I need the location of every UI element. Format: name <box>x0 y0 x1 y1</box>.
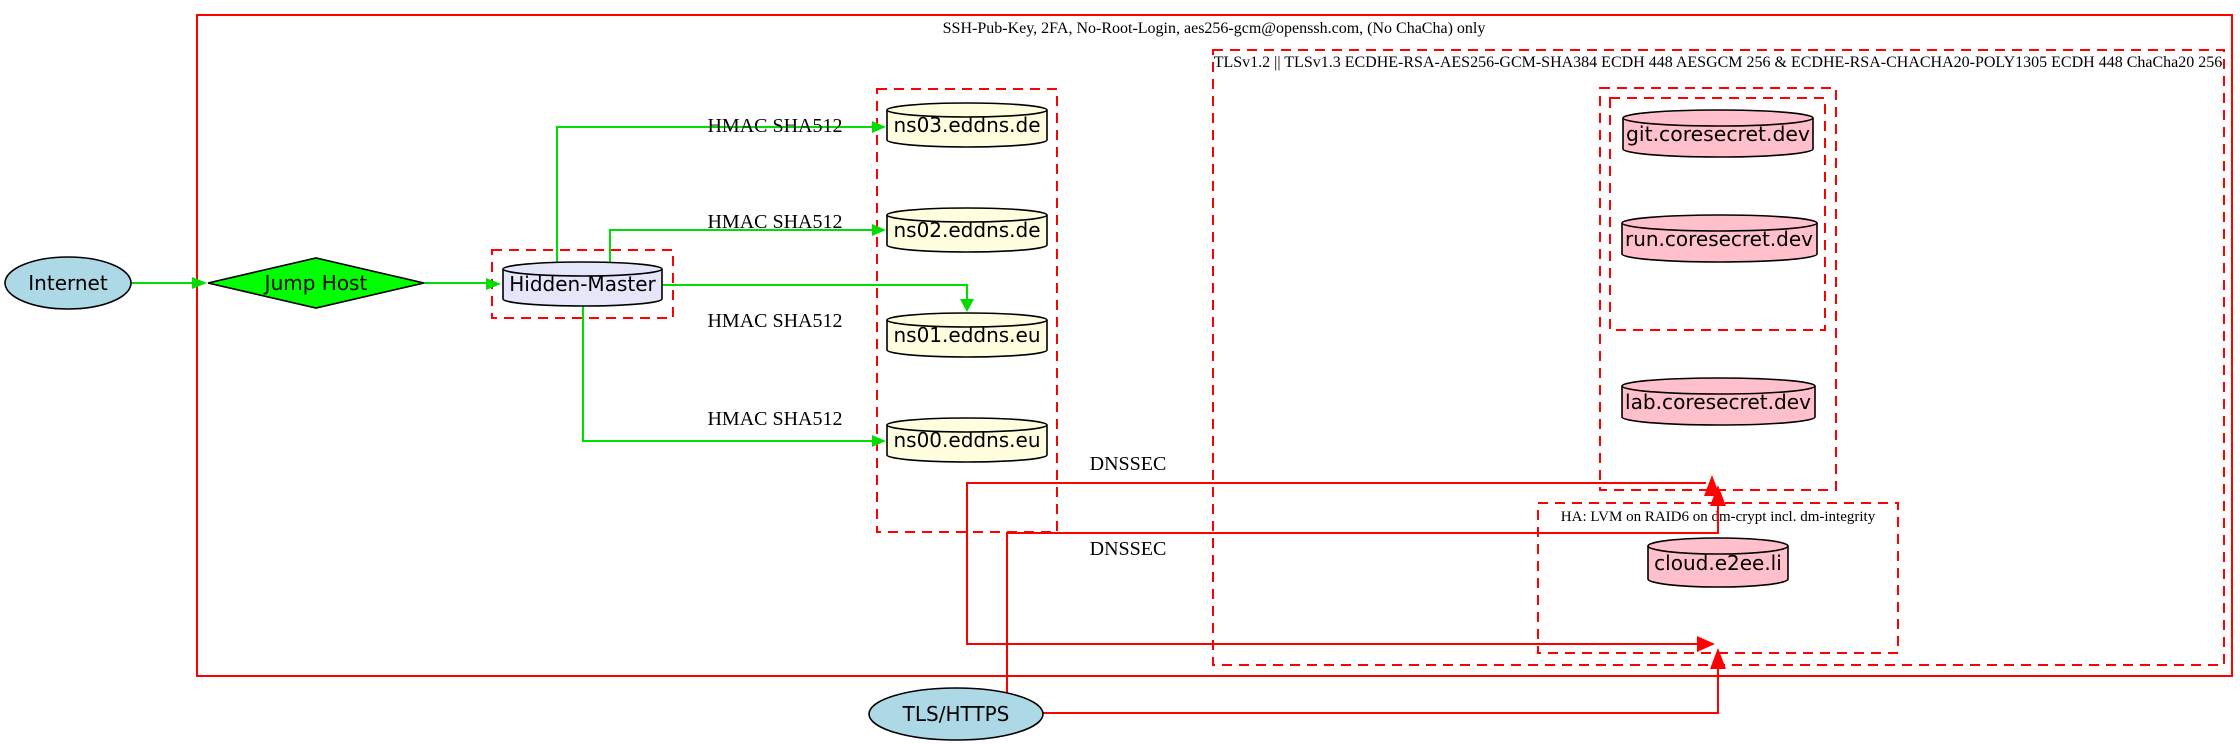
node-ns01: ns01.eddns.eu <box>886 312 1048 358</box>
cylinder-rim <box>886 319 1048 328</box>
edge-line <box>966 532 1698 645</box>
tls-https-label: TLS/HTTPS <box>902 702 1010 726</box>
edge-line <box>582 306 873 442</box>
edge-hiddenmaster-ns02 <box>609 224 886 262</box>
arrowhead-right-icon <box>192 277 207 289</box>
edge-label-hmac-ns03: HMAC SHA512 <box>707 115 842 137</box>
run-label: run.coresecret.dev <box>1625 227 1813 251</box>
git-cylinder <box>1622 109 1814 158</box>
green-edges <box>131 121 974 447</box>
edge-hiddenmaster-ns01 <box>662 284 974 312</box>
ns03-label: ns03.eddns.de <box>893 113 1040 137</box>
ns01-cylinder <box>886 312 1048 358</box>
jump-host-label: Jump Host <box>263 271 368 295</box>
arrowhead-right-icon <box>486 278 501 290</box>
edge-line <box>662 284 968 300</box>
edge-label-hmac-ns00: HMAC SHA512 <box>707 408 842 430</box>
cylinder-rim <box>1621 222 1818 232</box>
ssh-cluster-label: SSH-Pub-Key, 2FA, No-Root-Login, aes256-… <box>943 20 1486 37</box>
edge-labels: HMAC SHA512 HMAC SHA512 HMAC SHA512 HMAC… <box>707 115 1166 560</box>
edge-tlshttps-ha <box>1043 648 1726 714</box>
cylinder-rim <box>1647 545 1789 555</box>
node-cloud: cloud.e2ee.li <box>1647 537 1789 588</box>
node-ns02: ns02.eddns.de <box>886 207 1048 253</box>
cloud-label: cloud.e2ee.li <box>1654 551 1782 575</box>
arrowhead-down-icon <box>960 299 974 312</box>
arrowhead-up-icon <box>1710 648 1726 669</box>
edge-line <box>1006 498 1719 694</box>
arrowhead-right-icon <box>872 121 886 133</box>
arrowhead-right-icon <box>872 224 886 236</box>
node-internet: Internet <box>4 256 132 310</box>
node-git: git.coresecret.dev <box>1622 109 1814 158</box>
cylinder-rim <box>1621 385 1816 395</box>
run-cylinder <box>1621 214 1818 263</box>
internet-ellipse <box>4 256 132 310</box>
ssh-cluster-box <box>196 14 2233 677</box>
clusters: SSH-Pub-Key, 2FA, No-Root-Login, aes256-… <box>196 14 2233 677</box>
git-label: git.coresecret.dev <box>1626 122 1810 146</box>
edge-line <box>609 229 873 262</box>
hidden-master-cylinder <box>502 261 663 307</box>
edge-eddns-ha-dnssec <box>966 532 1715 652</box>
tls-cluster-label: TLSv1.2 || TLSv1.3 ECDHE-RSA-AES256-GCM-… <box>1214 54 2223 71</box>
cylinder-rim <box>1622 117 1814 127</box>
edge-label-dnssec-bottom: DNSSEC <box>1090 538 1167 560</box>
ns02-label: ns02.eddns.de <box>893 218 1040 242</box>
lab-label: lab.coresecret.dev <box>1625 390 1811 414</box>
edge-label-dnssec-top: DNSSEC <box>1090 453 1167 475</box>
edge-line <box>966 482 1706 532</box>
edge-hiddenmaster-ns03 <box>556 121 886 262</box>
internet-label: Internet <box>28 271 108 295</box>
edge-tlshttps-coresecret <box>1006 485 1726 694</box>
node-tls-https: TLS/HTTPS <box>868 687 1044 741</box>
edge-label-hmac-ns01: HMAC SHA512 <box>707 310 842 332</box>
edge-label-hmac-ns02: HMAC SHA512 <box>707 211 842 233</box>
ns00-cylinder <box>886 417 1048 463</box>
node-ns00: ns00.eddns.eu <box>886 417 1048 463</box>
edge-line <box>556 126 873 262</box>
edge-jumphost-hiddenmaster <box>424 278 501 290</box>
edge-line <box>1043 661 1719 714</box>
cylinder-rim <box>886 214 1048 223</box>
eddns-cluster-box <box>876 88 1058 533</box>
nodes: Internet Jump Host Hidden-Master ns03.ed… <box>4 102 1818 741</box>
jump-host-diamond <box>207 257 425 309</box>
tls-https-ellipse <box>868 687 1044 741</box>
red-edges <box>966 475 1726 714</box>
node-hidden-master: Hidden-Master <box>502 261 663 307</box>
ns03-cylinder <box>886 102 1048 148</box>
node-lab: lab.coresecret.dev <box>1621 377 1816 426</box>
edge-hiddenmaster-ns00 <box>582 306 886 447</box>
arrowhead-right-icon <box>872 435 886 447</box>
ns02-cylinder <box>886 207 1048 253</box>
cloud-cylinder <box>1647 537 1789 588</box>
cylinder-rim <box>886 109 1048 118</box>
lab-cylinder <box>1621 377 1816 426</box>
edge-internet-jumphost <box>131 277 207 289</box>
node-ns03: ns03.eddns.de <box>886 102 1048 148</box>
node-jump-host: Jump Host <box>207 257 425 309</box>
coresecret-inner-cluster-box <box>1609 97 1826 331</box>
node-run: run.coresecret.dev <box>1621 214 1818 263</box>
hidden-master-label: Hidden-Master <box>509 272 656 296</box>
cylinder-rim <box>886 424 1048 433</box>
ns01-label: ns01.eddns.eu <box>893 323 1040 347</box>
arrowhead-up-icon <box>1710 485 1726 506</box>
arrowhead-right-icon <box>1697 636 1715 652</box>
ns00-label: ns00.eddns.eu <box>893 428 1040 452</box>
cylinder-rim <box>502 268 663 277</box>
